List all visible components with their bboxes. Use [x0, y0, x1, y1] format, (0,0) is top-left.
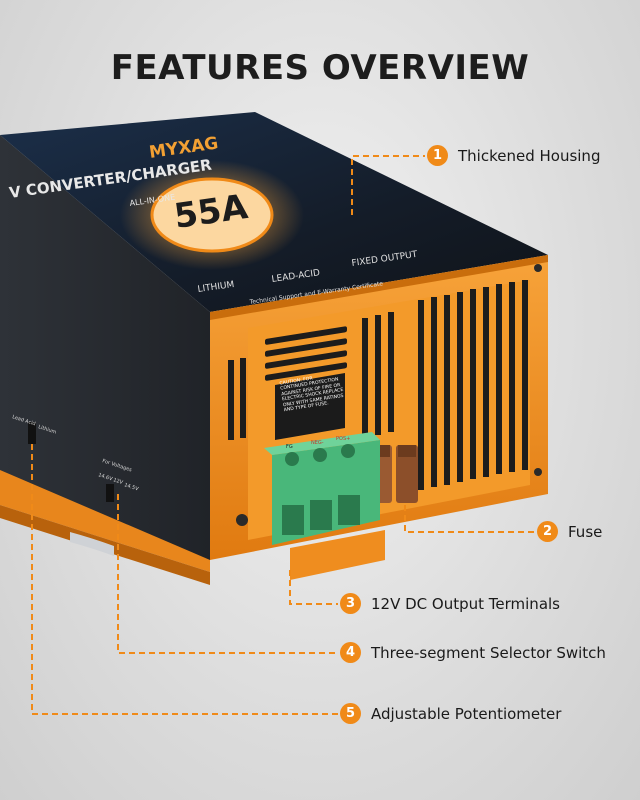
callout-potentiometer: 5 Adjustable Potentiometer	[340, 703, 561, 724]
page-title: FEATURES OVERVIEW	[110, 48, 530, 88]
vent-slots-left	[228, 358, 246, 440]
callout-label: 12V DC Output Terminals	[371, 594, 560, 613]
terminal-label-neg: NEG-	[311, 440, 324, 446]
housing-side	[0, 135, 210, 560]
callout-thickened-housing: 1 Thickened Housing	[427, 145, 600, 166]
callout-output-terminals: 3 12V DC Output Terminals	[340, 593, 560, 614]
potentiometer	[106, 484, 114, 502]
callout-number: 2	[537, 521, 558, 542]
voltage-option-2: 12V	[112, 477, 124, 486]
callout-leaders	[31, 155, 535, 715]
switch-label-lithium: Lithium	[37, 424, 57, 436]
callout-selector-switch: 4 Three-segment Selector Switch	[340, 642, 606, 663]
screw	[236, 514, 248, 526]
voltage-option-1: 14.6V	[97, 472, 113, 482]
callout-fuse: 2 Fuse	[537, 521, 602, 542]
callout-number: 5	[340, 703, 361, 724]
screw	[534, 264, 542, 272]
terminal-label-pos: POS+	[336, 436, 350, 442]
screw	[534, 468, 542, 476]
terminal-label-fg: FG	[286, 444, 293, 450]
callout-number: 3	[340, 593, 361, 614]
voltage-option-3: 14.5V	[123, 482, 139, 492]
vent-slots-right	[362, 280, 528, 490]
callout-label: Three-segment Selector Switch	[371, 643, 606, 662]
callout-label: Fuse	[568, 522, 603, 541]
amperage-badge	[150, 177, 274, 253]
vent-slots-upper	[265, 326, 347, 381]
callout-number: 4	[340, 642, 361, 663]
callout-number: 1	[427, 145, 448, 166]
caution-label	[275, 373, 345, 440]
selector-switch	[28, 422, 36, 444]
callout-label: Adjustable Potentiometer	[371, 704, 562, 723]
callout-label: Thickened Housing	[458, 146, 601, 165]
output-terminal-block	[264, 432, 385, 580]
